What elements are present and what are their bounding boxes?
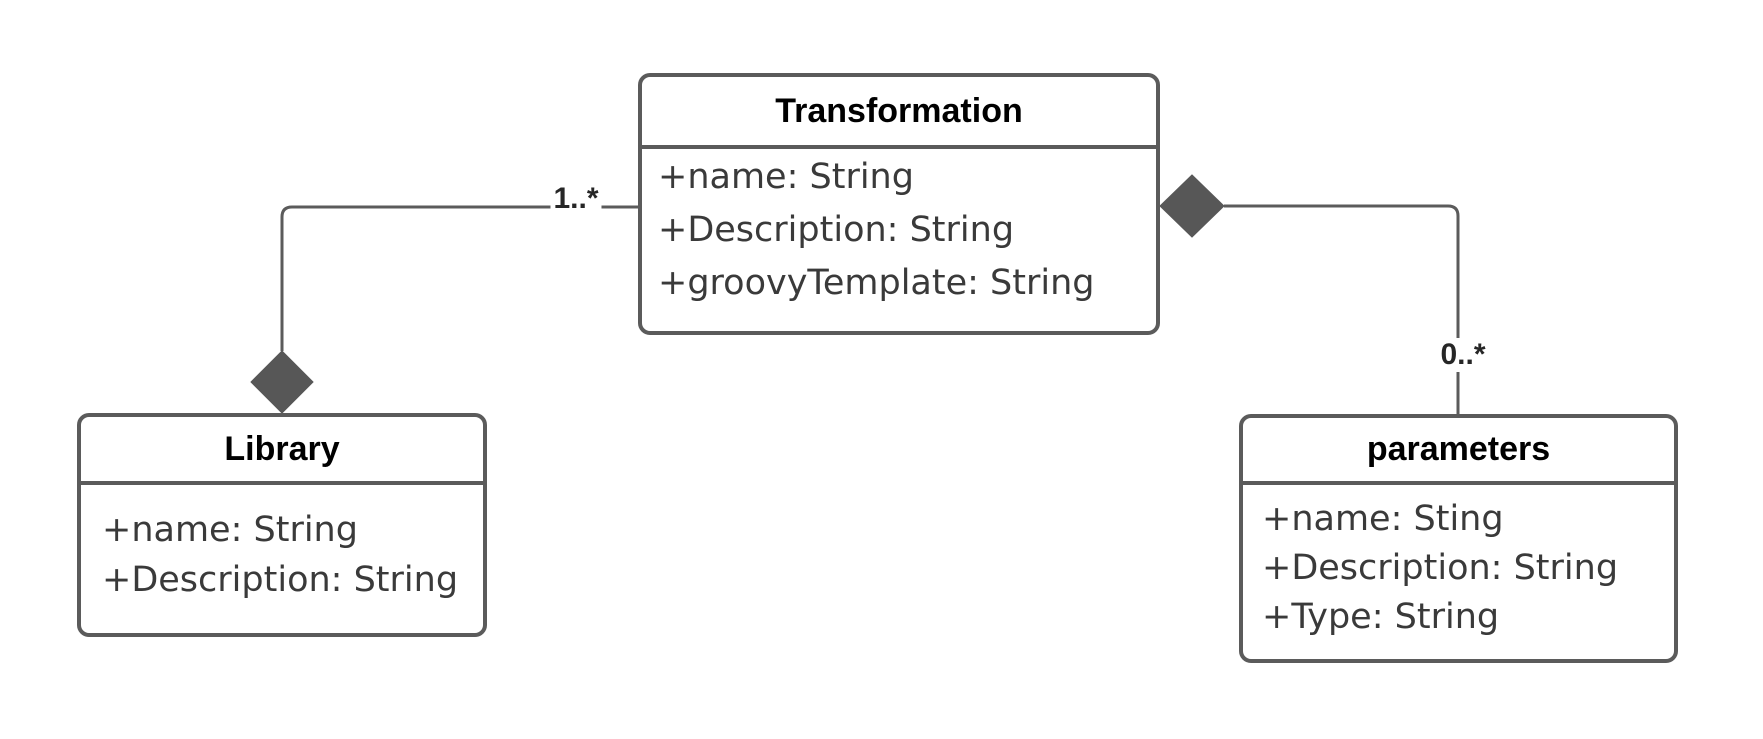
class-attributes-transformation: +name: String +Description: String +groo… xyxy=(642,149,1156,310)
attribute: +groovyTemplate: String xyxy=(658,263,1095,303)
class-attributes-parameters: +name: Sting +Description: String +Type:… xyxy=(1243,485,1674,642)
attribute: +Type: String xyxy=(1262,597,1500,637)
composition-diamond-library[interactable] xyxy=(250,350,314,414)
class-box-transformation[interactable]: Transformation +name: String +Descriptio… xyxy=(638,73,1160,335)
edge-line-parameters[interactable] xyxy=(1224,204,1460,414)
attribute: +Description: String xyxy=(658,210,1015,250)
class-title-transformation: Transformation xyxy=(642,77,1156,149)
class-title-library: Library xyxy=(81,417,483,485)
multiplicity-label-parameters: 0..* xyxy=(1437,338,1489,372)
multiplicity-label-library: 1..* xyxy=(550,182,602,216)
class-box-parameters[interactable]: parameters +name: Sting +Description: St… xyxy=(1239,414,1678,663)
edge-line-library[interactable] xyxy=(280,205,638,351)
attribute: +Description: String xyxy=(1262,548,1619,588)
composition-edge-library[interactable] xyxy=(250,205,638,414)
composition-edge-parameters[interactable] xyxy=(1159,174,1460,414)
class-box-library[interactable]: Library +name: String +Description: Stri… xyxy=(77,413,487,637)
class-title-parameters: parameters xyxy=(1243,418,1674,485)
attribute: +name: String xyxy=(658,157,914,197)
attribute: +name: Sting xyxy=(1262,499,1504,539)
attribute: +Description: String xyxy=(102,560,459,600)
class-attributes-library: +name: String +Description: String xyxy=(81,485,483,605)
attribute: +name: String xyxy=(102,510,358,550)
composition-diamond-parameters[interactable] xyxy=(1159,174,1225,238)
